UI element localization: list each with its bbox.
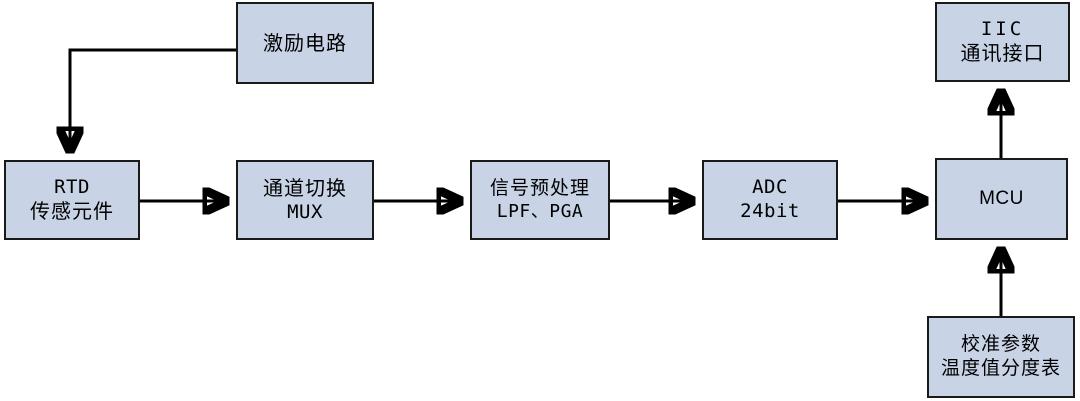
block-iic-interface-line-1: IIC <box>980 17 1025 40</box>
block-rtd-sensor-line-2: 传感元件 <box>30 199 114 224</box>
block-rtd-sensor[interactable]: RTD 传感元件 <box>4 160 140 240</box>
block-adc-line-2: 24bit <box>740 200 800 222</box>
block-channel-mux-line-2: MUX <box>287 200 323 223</box>
block-signal-preprocessing[interactable]: 信号预处理 LPF、PGA <box>470 160 610 240</box>
block-rtd-sensor-line-1: RTD <box>54 175 90 198</box>
block-iic-interface-line-2: 通讯接口 <box>960 41 1045 66</box>
block-adc-line-1: ADC <box>752 176 788 199</box>
block-calibration-parameters-line-2: 温度值分度表 <box>940 357 1061 379</box>
block-calibration-parameters-line-1: 校准参数 <box>960 333 1041 356</box>
block-signal-preprocessing-line-1: 信号预处理 <box>489 176 590 199</box>
block-calibration-parameters[interactable]: 校准参数 温度值分度表 <box>927 316 1075 398</box>
block-excitation-line-1: 激励电路 <box>263 30 347 55</box>
block-mcu[interactable]: MCU <box>935 158 1068 240</box>
block-channel-mux[interactable]: 通道切换 MUX <box>236 160 374 240</box>
block-channel-mux-line-1: 通道切换 <box>263 175 347 200</box>
block-signal-preprocessing-line-2: LPF、PGA <box>496 200 584 222</box>
block-adc[interactable]: ADC 24bit <box>702 160 838 240</box>
block-excitation[interactable]: 激励电路 <box>236 2 374 84</box>
connector-excitation-to-rtd <box>70 48 236 152</box>
block-mcu-line-1: MCU <box>979 188 1024 210</box>
block-iic-interface[interactable]: IIC 通讯接口 <box>935 2 1070 82</box>
